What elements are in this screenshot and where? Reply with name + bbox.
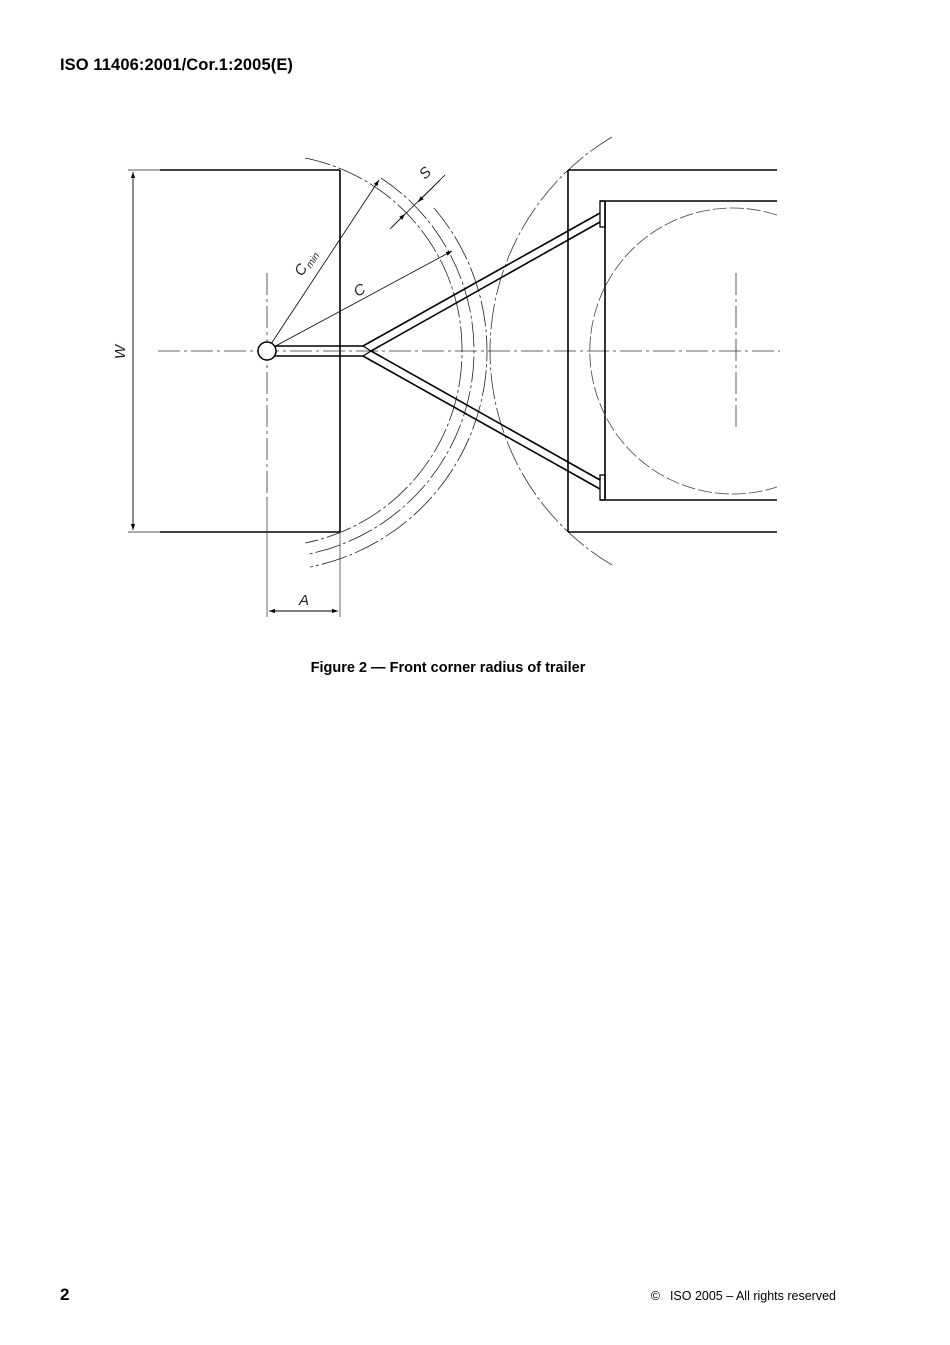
- copyright-symbol: ©: [650, 1289, 660, 1303]
- trailer-body: [600, 200, 777, 501]
- copyright-notice: © ISO 2005 – All rights reserved: [651, 1289, 836, 1303]
- spacing-label: S: [416, 164, 435, 183]
- cmin-label: Cmin: [291, 246, 322, 280]
- offset-label: A: [298, 592, 309, 609]
- trailer-swing-arc: [489, 136, 613, 566]
- page-number: 2: [60, 1285, 70, 1304]
- cmin-radius-line: [268, 179, 380, 348]
- swing-radius-arcs: [304, 157, 488, 568]
- figure-caption: Figure 2 — Front corner radius of traile…: [310, 660, 586, 676]
- trailer-outline: [567, 169, 777, 533]
- drawbar: [275, 212, 601, 490]
- c-radius-line: [269, 250, 453, 350]
- technical-drawing: W A Cmin C S: [112, 136, 780, 617]
- width-label: W: [112, 343, 129, 359]
- trailer-inner-circle: [589, 207, 778, 495]
- copyright-text: ISO 2005 – All rights reserved: [669, 1289, 836, 1303]
- document-header: ISO 11406:2001/Cor.1:2005(E): [60, 56, 294, 74]
- hitch-coupling: [257, 341, 277, 361]
